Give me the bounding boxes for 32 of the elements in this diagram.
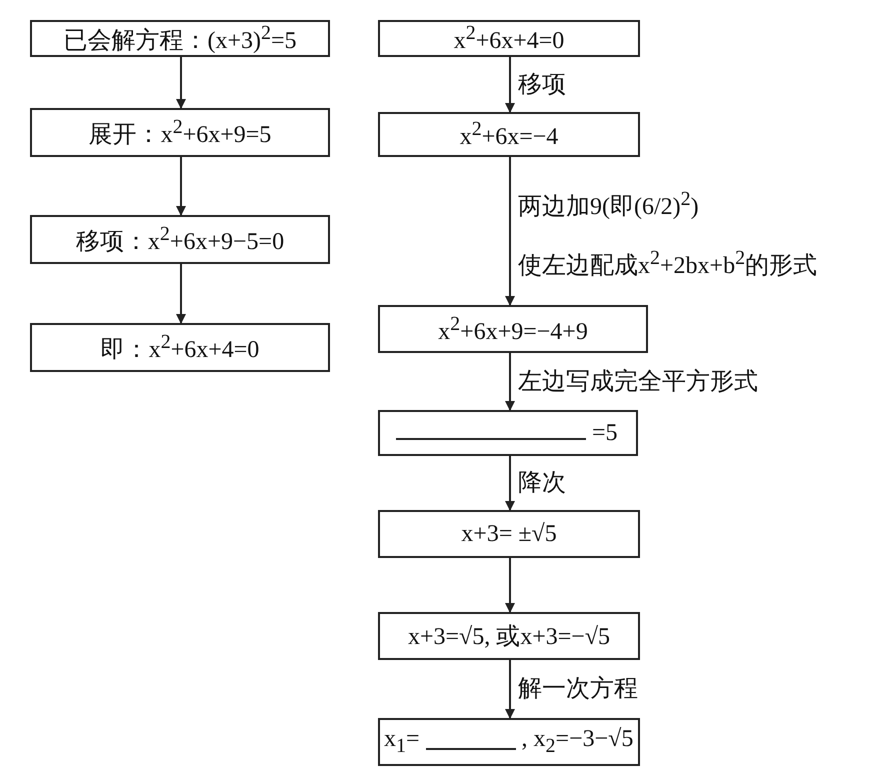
process-box: [378, 305, 648, 353]
process-box: [30, 215, 330, 264]
arrow: [505, 353, 515, 411]
arrow: [176, 264, 186, 324]
arrow: [505, 456, 515, 511]
process-box: [378, 20, 640, 57]
process-box: [378, 112, 640, 157]
process-box: [378, 510, 640, 558]
process-box: [378, 612, 640, 660]
process-box: [30, 323, 330, 372]
equation-text: , x$_{2}$=−3−√5: [522, 726, 634, 758]
equation-text: 移项：x$^{2}$+6x+9−5=0: [76, 222, 284, 256]
equation-text: 已会解方程：(x+3)$^{2}$=5: [63, 22, 297, 56]
equation-text: x+3= ±√5: [461, 520, 557, 548]
arrow: [505, 157, 515, 306]
process-box: [378, 718, 640, 766]
equation-text: x$^{2}$+6x+4=0: [454, 22, 564, 55]
equation-text: =5: [592, 420, 618, 446]
process-box: [378, 410, 638, 456]
arrow: [176, 57, 186, 109]
equation-text: x$^{2}$+6x=−4: [460, 118, 558, 151]
equation-text: 展开：x$^{2}$+6x+9=5: [88, 116, 272, 150]
arrow: [505, 660, 515, 719]
arrow: [505, 558, 515, 613]
process-box: [30, 20, 330, 57]
equation-text: x+3=√5, 或x+3=−√5: [408, 623, 610, 652]
equation-text: 即：x$^{2}$+6x+4=0: [100, 330, 260, 364]
equation-text: x$_{1}$=: [384, 726, 420, 758]
process-box: [30, 108, 330, 157]
equation-text: x$^{2}$+6x+9=−4+9: [438, 312, 588, 346]
arrow: [176, 157, 186, 216]
arrow: [505, 57, 515, 113]
